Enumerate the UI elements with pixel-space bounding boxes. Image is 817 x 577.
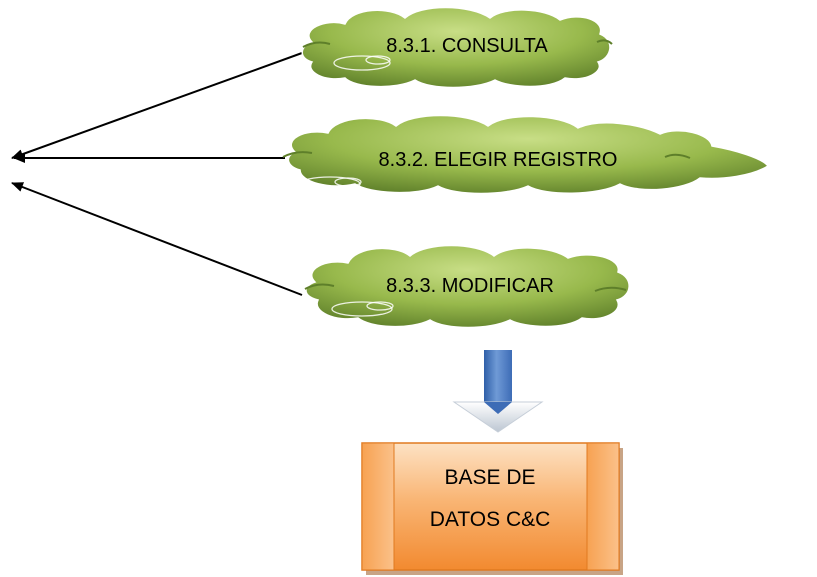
database-box: BASE DE DATOS C&C [361,442,623,575]
arrow-modificar [11,182,303,296]
database-label-line2: DATOS C&C [430,508,551,531]
cloud-elegir-registro-label: 8.3.2. ELEGIR REGISTRO [379,149,618,171]
cloud-modificar-label: 8.3.3. MODIFICAR [386,275,554,297]
cloud-modificar: 8.3.3. MODIFICAR [304,244,630,329]
database-label-line1: BASE DE [444,466,535,489]
arrow-consulta [11,52,303,159]
cloud-consulta-label: 8.3.1. CONSULTA [386,35,548,57]
cloud-elegir-registro: 8.3.2. ELEGIR REGISTRO [282,114,770,195]
down-arrow [452,350,544,433]
cloud-consulta: 8.3.1. CONSULTA [301,6,613,89]
